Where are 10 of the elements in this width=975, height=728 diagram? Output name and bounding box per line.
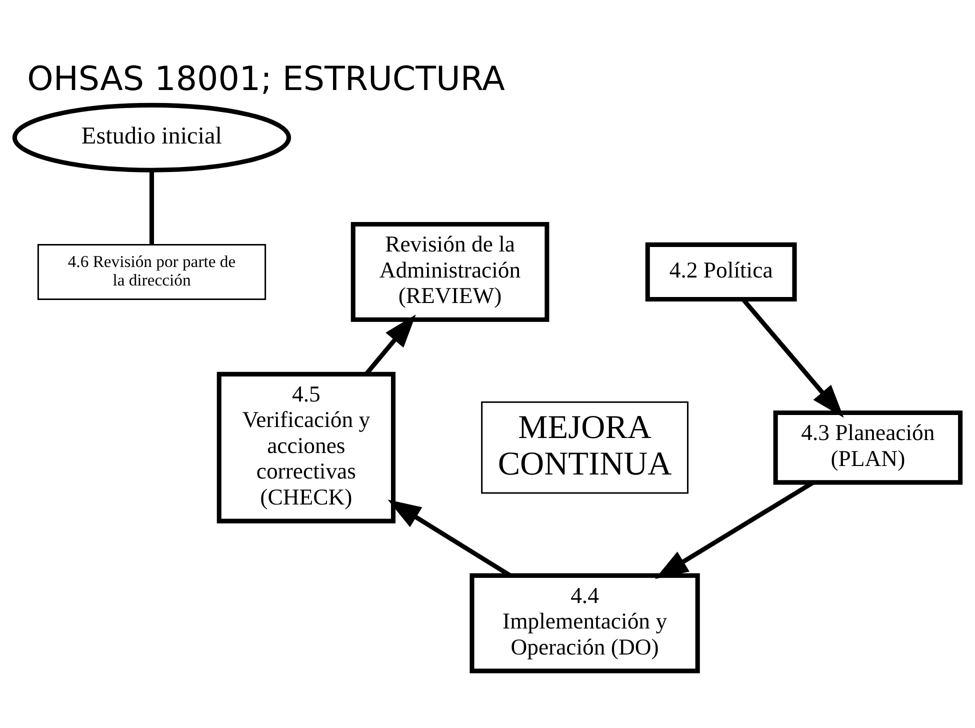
diagram-title: OHSAS 18001; ESTRUCTURA (27, 58, 505, 98)
node-box: Revisión de la Administración (REVIEW) (350, 222, 550, 322)
node-box: 4.2 Política (645, 242, 797, 302)
node-box: MEJORA CONTINUA (481, 401, 689, 494)
node-box: 4.6 Revisión por parte de la dirección (37, 244, 266, 300)
connector (149, 170, 154, 244)
node-ellipse: Estudio inicial (12, 102, 292, 172)
node-box: 4.4 Implementación y Operación (DO) (470, 573, 700, 674)
node-box: 4.5 Verificación y acciones correctivas (CHECK) (216, 372, 396, 524)
node-box: 4.3 Planeación (PLAN) (773, 410, 963, 485)
